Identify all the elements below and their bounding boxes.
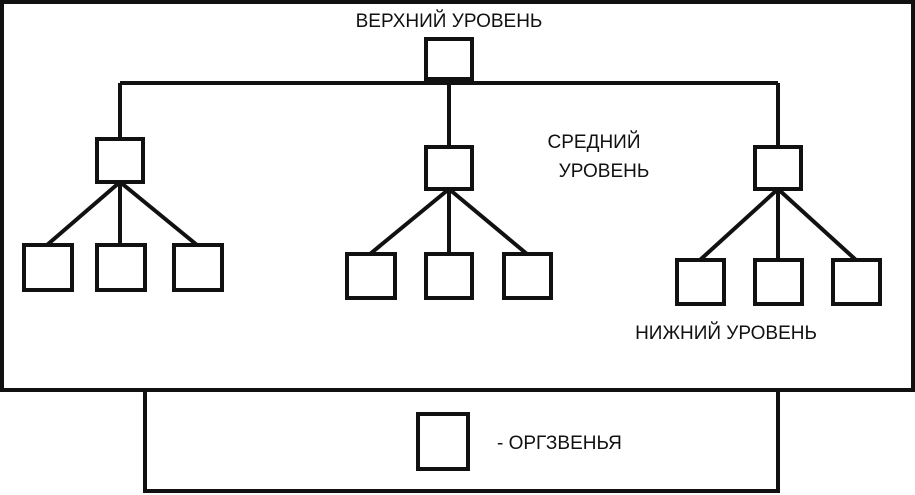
- bottom-node: [753, 258, 804, 306]
- middle-level-label-line2: УРОВЕНЬ: [559, 161, 650, 182]
- bottom-node: [22, 243, 74, 292]
- bottom-node: [502, 252, 553, 300]
- legend-node-symbol: [416, 412, 470, 471]
- bottom-node: [95, 243, 147, 292]
- center-group-connectors: [368, 187, 529, 256]
- legend-label: - ОРГЗВЕНЬЯ: [497, 433, 622, 454]
- top-level-label: ВЕРХНИЙ УРОВЕНЬ: [356, 10, 543, 32]
- bottom-node: [172, 243, 224, 292]
- left-group-connectors: [45, 180, 199, 247]
- top-level-node: [424, 37, 474, 81]
- bottom-node: [345, 252, 397, 300]
- middle-node-right: [753, 145, 803, 191]
- bottom-node: [831, 258, 882, 306]
- middle-node-center: [424, 145, 474, 191]
- legend-frame: [143, 390, 780, 493]
- middle-level-label-line1: СРЕДНИЙ: [548, 131, 641, 153]
- bottom-level-label: НИЖНИЙ УРОВЕНЬ: [635, 322, 817, 344]
- right-group-connectors: [698, 187, 858, 262]
- bottom-node: [675, 258, 726, 306]
- top-connectors: [118, 79, 780, 147]
- bottom-node: [424, 252, 474, 300]
- diagram-frame: [0, 0, 915, 392]
- middle-node-left: [95, 137, 145, 184]
